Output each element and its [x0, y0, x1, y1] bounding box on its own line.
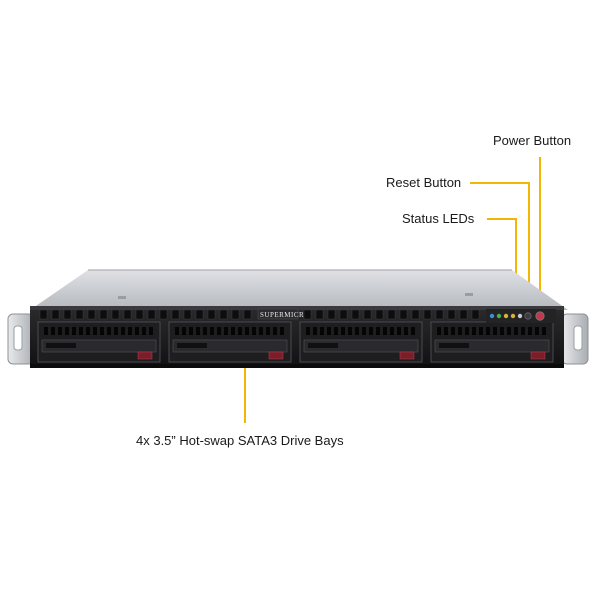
vent-hole — [51, 309, 60, 320]
vent-hole — [399, 309, 408, 320]
drive-bay-tray[interactable] — [430, 321, 554, 363]
vent-hole — [387, 309, 396, 320]
front-vent-strip — [39, 309, 480, 320]
vent-hole — [459, 309, 468, 320]
reset-leader-vertical — [528, 182, 530, 303]
drive-bays-label: 4x 3.5” Hot-swap SATA3 Drive Bays — [136, 433, 344, 448]
vent-hole — [87, 309, 96, 320]
svg-text:SUPERMICR: SUPERMICR — [260, 311, 304, 319]
right-rack-ear — [561, 313, 589, 365]
vent-hole — [435, 309, 444, 320]
vent-hole — [327, 309, 336, 320]
drive-bay-release-latch[interactable] — [530, 351, 546, 360]
vent-hole — [99, 309, 108, 320]
leds-leader-vertical — [515, 218, 517, 305]
reset-button-label: Reset Button — [386, 175, 462, 190]
vent-hole — [75, 309, 84, 320]
vent-slot — [118, 296, 126, 299]
vent-hole — [423, 309, 432, 320]
chassis-top-cover — [30, 270, 568, 310]
vent-hole — [207, 309, 216, 320]
status-led-icon — [517, 313, 523, 319]
vent-hole — [171, 309, 180, 320]
vent-hole — [159, 309, 168, 320]
power-leader-vertical — [539, 157, 541, 303]
status-led-icon — [489, 313, 495, 319]
status-leds-label: Status LEDs — [402, 211, 475, 226]
vent-slot — [465, 293, 473, 296]
vent-hole — [123, 309, 132, 320]
vent-hole — [375, 309, 384, 320]
vent-hole — [339, 309, 348, 320]
drive-bay-release-latch[interactable] — [268, 351, 284, 360]
brand-logo: SUPERMICR — [257, 308, 304, 320]
vent-hole — [447, 309, 456, 320]
vent-hole — [351, 309, 360, 320]
vent-hole — [195, 309, 204, 320]
vent-hole — [111, 309, 120, 320]
drive-bays-leader — [244, 365, 246, 423]
status-led-icon — [496, 313, 502, 319]
vent-hole — [219, 309, 228, 320]
vent-hole — [363, 309, 372, 320]
drive-bay-tray[interactable] — [299, 321, 423, 363]
vent-hole — [147, 309, 156, 320]
drive-bays — [37, 321, 554, 363]
vent-hole — [135, 309, 144, 320]
drive-bay-release-latch[interactable] — [137, 351, 153, 360]
left-rack-ear — [7, 313, 35, 365]
vent-hole — [63, 309, 72, 320]
vent-hole — [39, 309, 48, 320]
drive-bay-tray[interactable] — [37, 321, 161, 363]
status-led-icon — [510, 313, 516, 319]
drive-bay-release-latch[interactable] — [399, 351, 415, 360]
vent-hole — [243, 309, 252, 320]
drive-bay-tray[interactable] — [168, 321, 292, 363]
status-led-icon — [503, 313, 509, 319]
vent-hole — [411, 309, 420, 320]
vent-hole — [183, 309, 192, 320]
leds-leader-horizontal — [487, 218, 517, 220]
vent-hole — [315, 309, 324, 320]
power-button-label: Power Button — [493, 133, 572, 148]
vent-hole — [231, 309, 240, 320]
power-button — [535, 311, 545, 321]
reset-button — [524, 312, 532, 320]
vent-hole — [471, 309, 480, 320]
control-panel — [486, 309, 556, 323]
vent-hole — [303, 309, 312, 320]
reset-leader-horizontal — [470, 182, 530, 184]
